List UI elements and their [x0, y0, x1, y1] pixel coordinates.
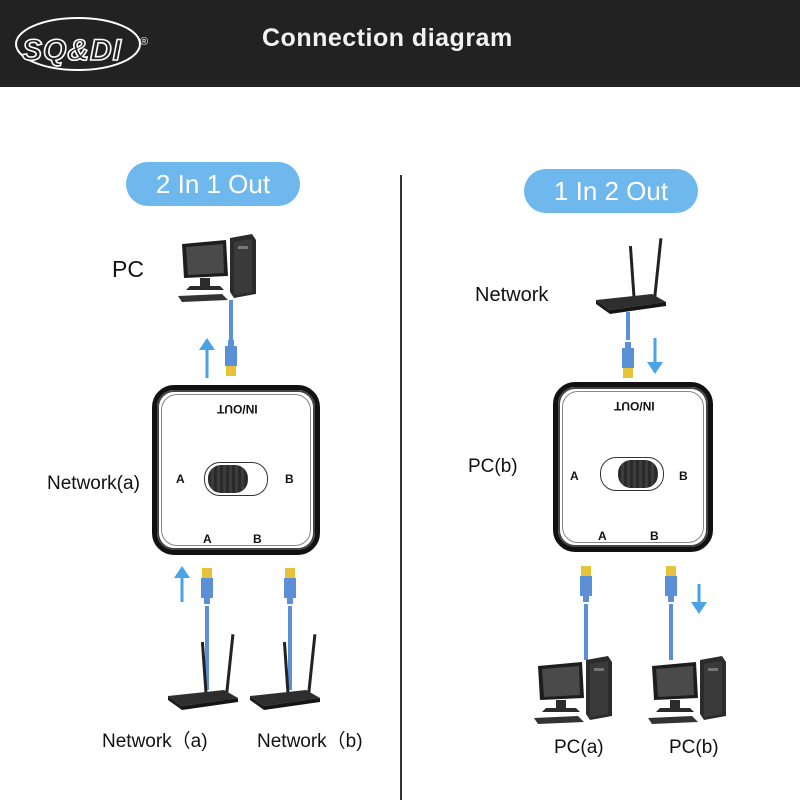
rj45-plug-icon [225, 340, 237, 376]
mode-pill-right: 1 In 2 Out [524, 169, 698, 213]
brand-logo: SQ&DI ® [10, 12, 150, 74]
switch-port-a-label: A [570, 469, 579, 483]
label-network-top: Network [475, 284, 549, 306]
label-pc-top: PC [112, 256, 144, 282]
arrow-down-icon [647, 338, 663, 374]
switch-face [161, 394, 311, 546]
mode-pill-left: 2 In 1 Out [126, 162, 300, 206]
router-top-icon [596, 238, 666, 314]
arrow-up-icon [199, 338, 215, 378]
header-bar: SQ&DI ® Connection diagram [0, 0, 800, 87]
rj45-plug-icon [201, 568, 213, 604]
switch-port-a-label: A [176, 472, 185, 486]
label-pc-b-bottom: PC(b) [669, 737, 719, 758]
rj45-plug-icon [622, 342, 634, 378]
pc-top-left-icon [178, 234, 256, 302]
toggle-knob[interactable] [618, 460, 658, 488]
arrow-up-icon [174, 566, 190, 602]
label-network-a-side: Network(a) [47, 473, 140, 494]
page-title: Connection diagram [262, 24, 513, 52]
toggle-knob[interactable] [208, 465, 248, 493]
router-b-icon [250, 634, 320, 710]
registered-mark: ® [140, 36, 149, 48]
selector-toggle[interactable] [600, 457, 664, 491]
label-network-b-bottom: Network（b) [257, 731, 363, 752]
label-network-a-bottom: Network（a) [102, 731, 208, 752]
router-a-icon [168, 634, 238, 710]
rj45-plug-icon [665, 566, 677, 602]
switch-box-left: IN/OUT A B A B [152, 385, 320, 555]
rj45-plug-icon [284, 568, 296, 604]
switch-port-b-label: B [679, 469, 688, 483]
switch-face [562, 391, 704, 543]
switch-bottom-a-label: A [598, 529, 607, 543]
label-pc-a-bottom: PC(a) [554, 737, 604, 758]
arrow-down-icon [691, 584, 707, 614]
label-pc-b-side: PC(b) [468, 456, 518, 477]
logo-ring-icon [15, 17, 141, 71]
switch-bottom-b-label: B [650, 529, 659, 543]
switch-box-right: IN/OUT A B A B [553, 382, 713, 552]
switch-bottom-a-label: A [203, 532, 212, 546]
rj45-plug-icon [580, 566, 592, 602]
pc-a-icon [534, 656, 612, 724]
center-divider [400, 175, 402, 800]
pc-b-icon [648, 656, 726, 724]
switch-bottom-b-label: B [253, 532, 262, 546]
selector-toggle[interactable] [204, 462, 268, 496]
logo-text: SQ&DI [21, 33, 123, 68]
switch-port-b-label: B [285, 472, 294, 486]
